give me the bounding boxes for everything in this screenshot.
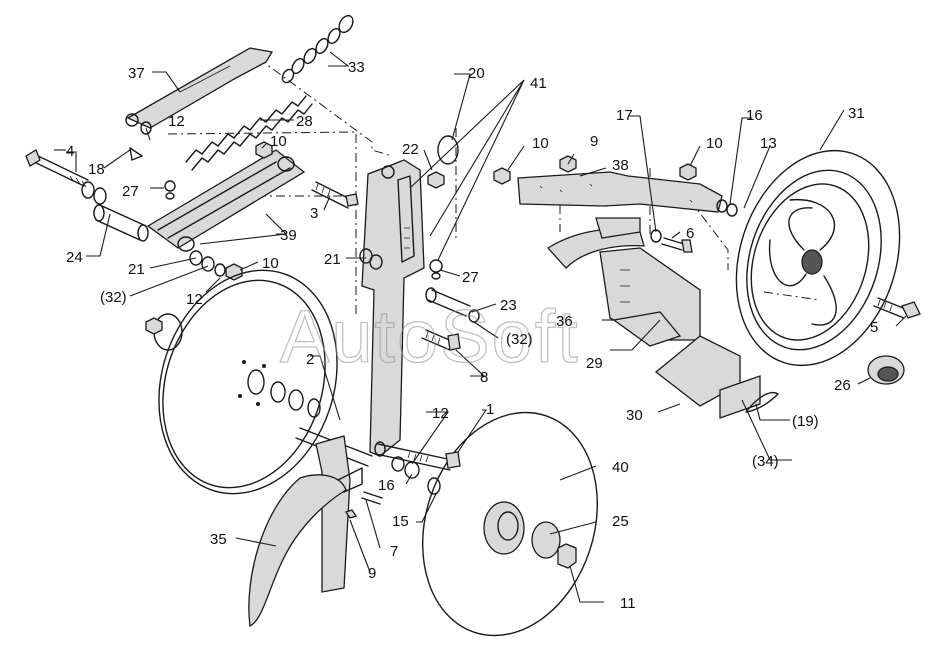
hardware-12-16-15-washers bbox=[391, 456, 441, 495]
callout-30: 30 bbox=[626, 407, 643, 424]
callout-10-top: 10 bbox=[270, 133, 287, 150]
callout-31: 31 bbox=[848, 105, 865, 122]
callout-11: 11 bbox=[620, 595, 636, 612]
hardware-6-bolt bbox=[650, 229, 693, 253]
callout-36: 36 bbox=[556, 313, 573, 330]
callout-9-bottom: 9 bbox=[368, 565, 376, 582]
part-29-plate bbox=[612, 311, 682, 347]
part-38-bracket bbox=[493, 155, 738, 217]
callout-12-mid: 12 bbox=[432, 405, 449, 422]
callout-27-left: 27 bbox=[122, 183, 139, 200]
part-28-coil-spring bbox=[185, 95, 313, 171]
callout-34: (34) bbox=[752, 453, 779, 470]
hardware-bolt-4 bbox=[25, 149, 89, 188]
hardware-washers-left bbox=[81, 181, 107, 205]
callout-33: 33 bbox=[348, 59, 365, 76]
callout-40: 40 bbox=[612, 459, 629, 476]
callout-19: (19) bbox=[792, 413, 819, 430]
hardware-ring-12-top bbox=[140, 121, 152, 135]
callout-5: 5 bbox=[870, 319, 878, 336]
hardware-20-ring bbox=[427, 135, 459, 189]
callout-41: 41 bbox=[530, 75, 547, 92]
watermark-text: AutoSoft bbox=[280, 295, 580, 378]
callout-4: 4 bbox=[66, 143, 74, 160]
callout-26: 26 bbox=[834, 377, 851, 394]
callout-3: 3 bbox=[310, 205, 318, 222]
callout-10-right: 10 bbox=[706, 135, 723, 152]
callout-38: 38 bbox=[612, 157, 629, 174]
callout-15: 15 bbox=[392, 513, 409, 530]
callout-20: 20 bbox=[468, 65, 485, 82]
callout-12-top: 12 bbox=[168, 113, 185, 130]
hardware-nut-10-top bbox=[255, 141, 273, 159]
hardware-bolt-7 bbox=[361, 491, 383, 505]
hardware-21-right bbox=[359, 248, 383, 270]
callout-28: 28 bbox=[296, 113, 313, 130]
callout-21-right: 21 bbox=[324, 251, 341, 268]
callout-10-mid: 10 bbox=[532, 135, 549, 152]
callout-37: 37 bbox=[128, 65, 145, 82]
central-upright bbox=[361, 159, 425, 457]
callout-25: 25 bbox=[612, 513, 629, 530]
part-31-wheel bbox=[735, 149, 901, 367]
hardware-bolt-3 bbox=[311, 181, 359, 209]
callout-8: 8 bbox=[480, 369, 488, 386]
part-40-disc bbox=[421, 411, 599, 637]
part-35-coulter bbox=[248, 435, 363, 627]
callout-16-right: 16 bbox=[746, 107, 763, 124]
callout-labels: 1 2 3 4 5 6 7 8 9 9 10 10 10 10 11 12 12… bbox=[66, 59, 878, 612]
callout-10-left: 10 bbox=[262, 255, 279, 272]
callout-21-left: 21 bbox=[128, 261, 145, 278]
callout-39: 39 bbox=[280, 227, 297, 244]
callout-27-mid: 27 bbox=[462, 269, 479, 286]
callout-35: 35 bbox=[210, 531, 227, 548]
callout-17: 17 bbox=[616, 107, 633, 124]
callout-24: 24 bbox=[66, 249, 83, 266]
callout-22: 22 bbox=[402, 141, 419, 158]
part-26-cap bbox=[867, 355, 905, 385]
part-24-bushing bbox=[93, 204, 149, 242]
hardware-bolt-5 bbox=[873, 297, 921, 319]
hardware-bolt-8 bbox=[421, 329, 461, 351]
callout-32-left: (32) bbox=[100, 289, 127, 306]
callout-32-mid: (32) bbox=[506, 331, 533, 348]
callout-2: 2 bbox=[306, 351, 314, 368]
hardware-27-mid bbox=[429, 259, 443, 280]
part-37-link-arm bbox=[125, 47, 274, 129]
callout-1: 1 bbox=[486, 401, 494, 418]
leader-lines bbox=[54, 51, 907, 603]
hardware-27-top bbox=[164, 180, 176, 200]
part-39-frame bbox=[146, 149, 306, 252]
part-33-chain bbox=[281, 14, 354, 84]
callout-9-top: 9 bbox=[590, 133, 598, 150]
left-disc bbox=[145, 269, 338, 495]
callout-13: 13 bbox=[760, 135, 777, 152]
hardware-pin-18 bbox=[129, 147, 143, 161]
callout-23: 23 bbox=[500, 297, 517, 314]
callout-29: 29 bbox=[586, 355, 603, 372]
part-36-scraper bbox=[546, 217, 701, 341]
callout-16-mid: 16 bbox=[378, 477, 395, 494]
callout-6: 6 bbox=[686, 225, 694, 242]
hardware-washers-21-left bbox=[189, 250, 243, 281]
callout-12-left: 12 bbox=[186, 291, 203, 308]
callout-7: 7 bbox=[390, 543, 398, 560]
callout-18: 18 bbox=[88, 161, 105, 178]
